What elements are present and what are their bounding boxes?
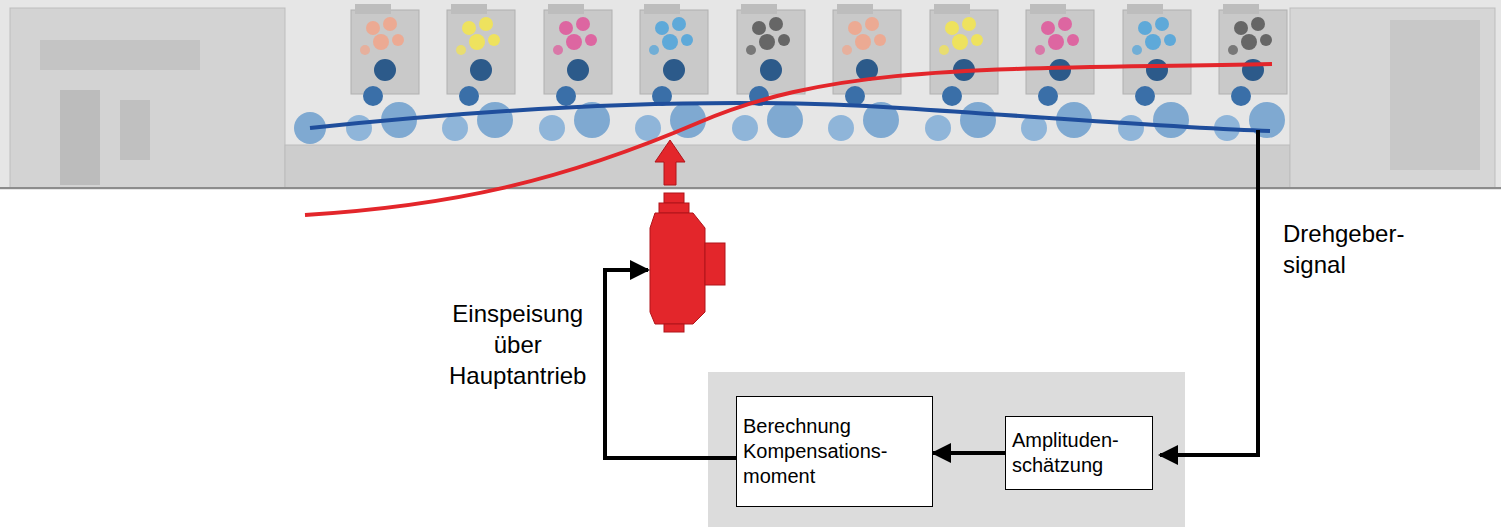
encoder-wire xyxy=(1160,130,1258,455)
feeder-pile xyxy=(40,40,200,70)
process-box: Amplituden- schätzung xyxy=(1005,416,1153,490)
feedback-wire xyxy=(605,270,736,458)
printing-unit xyxy=(635,4,708,141)
motor-body xyxy=(650,213,705,324)
motor-terminal-box xyxy=(705,243,725,285)
box-text: Amplituden- schätzung xyxy=(1012,428,1119,478)
delivery xyxy=(1290,8,1495,188)
annotation-label: Einspeisung über Hauptantrieb xyxy=(449,298,586,392)
box-text: Berechnung Kompensations- moment xyxy=(743,414,888,489)
torque-arrow xyxy=(655,140,685,185)
printing-unit xyxy=(1214,4,1287,141)
red-vibration-curve xyxy=(305,64,1272,215)
floor-line xyxy=(0,187,1501,189)
machine-ground xyxy=(0,0,1501,190)
controller-panel xyxy=(708,372,1185,527)
printing-unit xyxy=(1118,4,1191,141)
feeder-cabinet xyxy=(120,100,150,160)
blue-vibration-curve xyxy=(310,103,1270,131)
printing-unit xyxy=(732,4,805,141)
motor-shaft xyxy=(664,193,684,203)
annotation-label: Drehgeber- signal xyxy=(1283,218,1404,280)
motor-flange xyxy=(659,203,689,213)
signal-arrow xyxy=(933,451,1005,455)
machine-base xyxy=(285,145,1290,188)
feeder xyxy=(10,8,285,188)
motor-foot xyxy=(664,324,684,332)
printing-unit xyxy=(442,4,515,141)
delivery-unit xyxy=(1390,20,1480,170)
printing-unit xyxy=(539,4,612,141)
printing-unit xyxy=(828,4,901,141)
feeder-stand xyxy=(60,90,100,185)
main-drive-motor xyxy=(650,193,725,332)
process-box: Berechnung Kompensations- moment xyxy=(736,396,933,507)
